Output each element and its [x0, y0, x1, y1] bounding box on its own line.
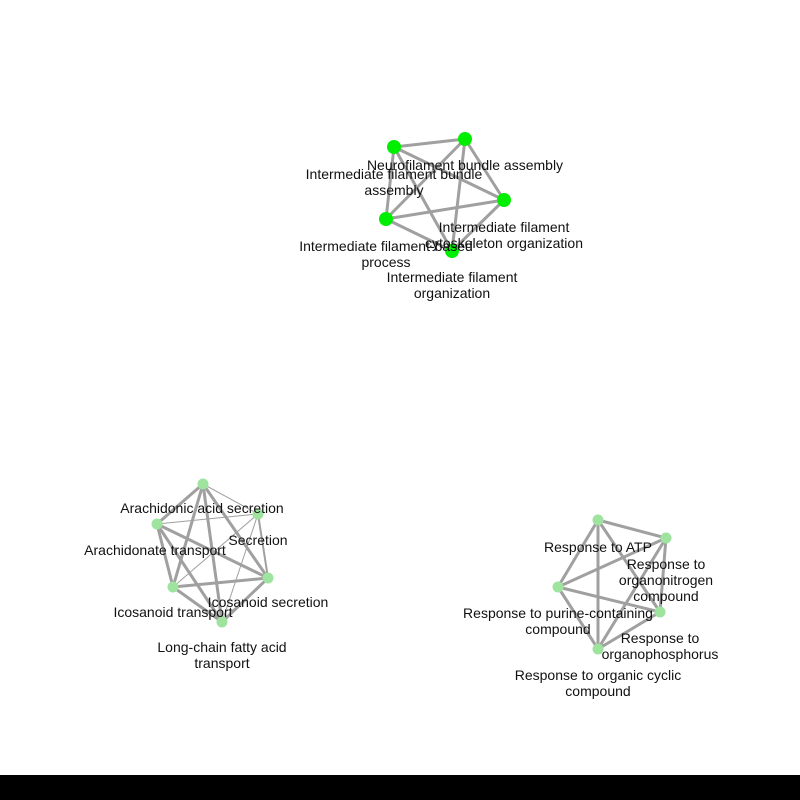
- edge-if-cyto-if-process: [384, 198, 506, 221]
- node-label-lcfa-transport: Long-chain fatty acid transport: [157, 639, 287, 671]
- node-label-orgphos: Response to organophosphorus: [601, 630, 719, 662]
- node-label-aa-transport: Arachidonate transport: [84, 542, 226, 558]
- node-label-if-org: Intermediate filament organization: [386, 269, 518, 301]
- node-label-ico-transport: Icosanoid transport: [113, 604, 233, 620]
- node-label-if-process: Intermediate filament-based process: [299, 238, 473, 270]
- edge-purine-orgcyclic: [556, 585, 600, 651]
- bottom-bar: [0, 775, 800, 800]
- node-label-orgnitro: Response to organonitrogen compound: [618, 556, 714, 604]
- edge-lcfa-transport-aa-secretion: [221, 513, 259, 623]
- edge-aa-transport-ico-transport: [155, 522, 175, 589]
- node-aa-transport[interactable]: [151, 518, 163, 530]
- node-ico-transport[interactable]: [167, 581, 179, 593]
- node-label-ico-secretion: Icosanoid secretion: [207, 594, 329, 610]
- node-label-aa-sec-label: Arachidonic acid secretion: [120, 500, 284, 516]
- edge-orgnitro-purine: [556, 536, 668, 589]
- edge-atp-purine: [556, 518, 600, 589]
- edge-nf-bundle-if-org: [450, 137, 467, 253]
- edge-top-aa-secretion: [202, 483, 259, 515]
- node-nf-bundle[interactable]: [458, 132, 472, 146]
- node-orgphos[interactable]: [654, 606, 666, 618]
- edge-ico-secretion-aa-secretion: [257, 513, 269, 579]
- node-label-nf-bundle: Neurofilament bundle assembly: [366, 157, 564, 173]
- edge-aa-transport-aa-secretion: [156, 513, 259, 525]
- node-if-bundle[interactable]: [387, 140, 401, 154]
- node-label-purine: Response to purine-containing compound: [463, 605, 653, 637]
- edge-top-ico-secretion: [201, 482, 270, 580]
- node-lcfa-transport[interactable]: [216, 616, 228, 628]
- edge-nf-bundle-if-cyto: [463, 137, 506, 202]
- node-label-if-cyto: Intermediate filament cytoskeleton organ…: [425, 219, 583, 251]
- node-atp[interactable]: [592, 514, 604, 526]
- node-ico-secretion[interactable]: [262, 572, 274, 584]
- node-top[interactable]: [197, 478, 209, 490]
- edge-if-process-if-org: [384, 217, 454, 253]
- node-orgnitro[interactable]: [660, 532, 672, 544]
- edge-orgnitro-orgphos: [658, 536, 668, 614]
- edge-layer: [155, 137, 668, 651]
- edge-aa-transport-ico-secretion: [155, 522, 270, 580]
- edge-purine-orgphos: [556, 585, 662, 614]
- node-label-if-bundle: Intermediate filament bundle assembly: [305, 166, 483, 198]
- node-aa-secretion[interactable]: [252, 508, 264, 520]
- edge-if-cyto-if-org: [450, 198, 506, 253]
- edge-orgnitro-orgcyclic: [596, 536, 668, 651]
- edge-atp-orgnitro: [596, 518, 668, 540]
- edge-if-bundle-nf-bundle: [392, 137, 467, 149]
- edge-ico-transport-lcfa-transport: [171, 585, 224, 624]
- node-label-orgcyclic: Response to organic cyclic compound: [514, 667, 682, 699]
- edge-if-bundle-if-cyto: [392, 145, 506, 202]
- node-label-aa-secretion: Secretion: [228, 532, 288, 548]
- edge-ico-transport-aa-secretion: [172, 513, 259, 588]
- node-if-cyto[interactable]: [497, 193, 511, 207]
- edge-atp-orgphos: [596, 518, 662, 614]
- edge-if-bundle-if-org: [392, 145, 454, 253]
- edge-nf-bundle-if-process: [384, 137, 467, 221]
- network-graph: [151, 132, 672, 655]
- edge-top-aa-transport: [155, 482, 205, 526]
- edge-ico-secretion-ico-transport: [171, 576, 270, 589]
- node-layer: [151, 132, 672, 655]
- node-if-org[interactable]: [445, 244, 459, 258]
- edge-orgphos-orgcyclic: [596, 610, 662, 651]
- node-orgcyclic[interactable]: [592, 643, 604, 655]
- node-purine[interactable]: [552, 581, 564, 593]
- node-label-atp: Response to ATP: [544, 539, 652, 555]
- edge-top-ico-transport: [171, 482, 205, 589]
- edge-if-bundle-if-process: [384, 145, 396, 221]
- edge-ico-secretion-lcfa-transport: [220, 576, 270, 624]
- node-if-process[interactable]: [379, 212, 393, 226]
